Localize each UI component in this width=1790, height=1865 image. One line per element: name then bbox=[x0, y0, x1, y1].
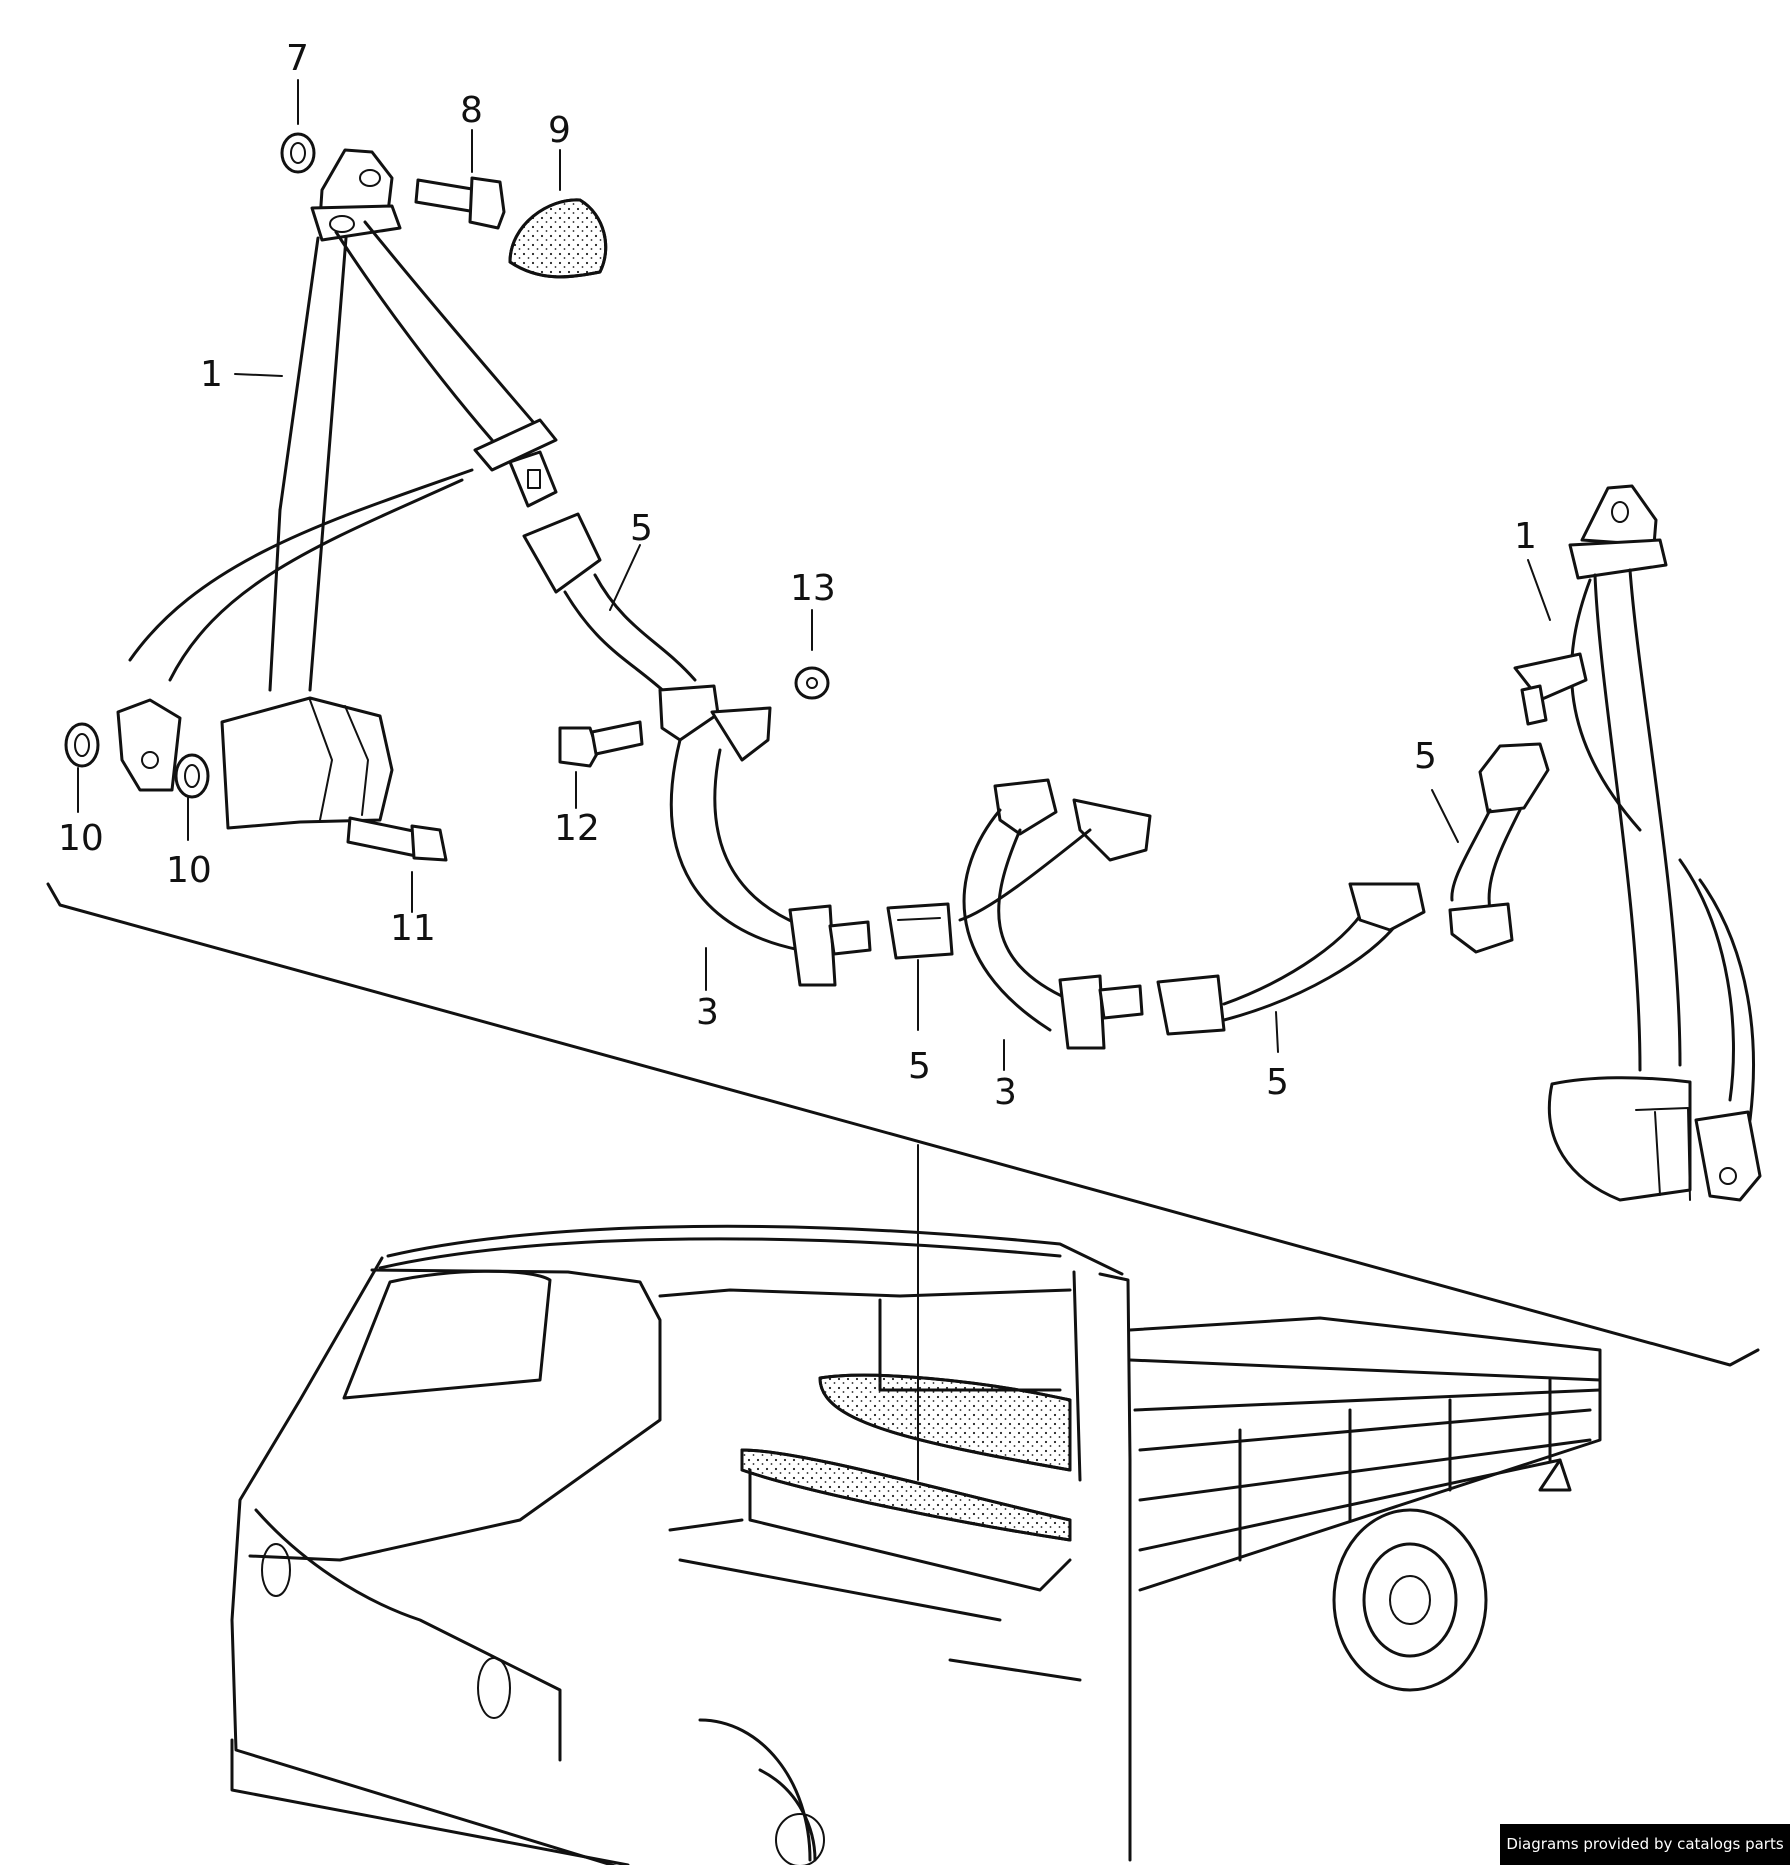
washer-part-13 bbox=[794, 666, 830, 700]
callout-9: 9 bbox=[548, 110, 571, 151]
bolt-part-8 bbox=[414, 176, 506, 230]
callout-3-right: 3 bbox=[994, 1072, 1017, 1113]
right-three-point-belt bbox=[1513, 484, 1762, 1202]
callout-3-left: 3 bbox=[696, 992, 719, 1033]
callout-7: 7 bbox=[286, 38, 309, 79]
callout-10-right: 10 bbox=[166, 850, 212, 891]
washers-part-10 bbox=[64, 722, 210, 799]
center-lap-belt-part-3-left bbox=[670, 706, 872, 987]
buckle-part-5-right-upper bbox=[1448, 742, 1550, 954]
callout-10-left: 10 bbox=[58, 818, 104, 859]
bolt-part-12 bbox=[558, 720, 644, 768]
buckle-part-5-upper bbox=[522, 512, 720, 742]
callout-1-right: 1 bbox=[1514, 516, 1537, 557]
section-separator-line bbox=[46, 882, 1760, 1367]
left-three-point-belt bbox=[116, 148, 558, 830]
diagram-credit-badge: Diagrams provided by catalogs parts bbox=[1500, 1824, 1790, 1865]
callout-12: 12 bbox=[554, 808, 600, 849]
callout-1-left: 1 bbox=[200, 354, 223, 395]
callout-leader-lines bbox=[77, 79, 1551, 1071]
buckle-part-5-center bbox=[886, 902, 954, 960]
callout-5-right: 5 bbox=[1414, 736, 1437, 777]
callout-5-lower-right: 5 bbox=[1266, 1062, 1289, 1103]
callout-8: 8 bbox=[460, 90, 483, 131]
pickup-truck-illustration bbox=[230, 1224, 1602, 1865]
cover-cap-part-9 bbox=[508, 198, 608, 279]
callout-5-upper: 5 bbox=[630, 508, 653, 549]
center-lap-belt-part-3-right bbox=[958, 778, 1152, 1050]
callout-labels: 1 7 8 9 5 13 1 5 10 10 11 12 3 5 3 5 bbox=[58, 38, 1537, 1113]
callout-11: 11 bbox=[390, 908, 436, 949]
callout-5-center: 5 bbox=[908, 1046, 931, 1087]
buckle-part-5-right-lower bbox=[1156, 882, 1426, 1036]
washer-part-7 bbox=[280, 132, 316, 174]
bolt-part-11 bbox=[346, 816, 448, 862]
callout-13: 13 bbox=[790, 568, 836, 609]
